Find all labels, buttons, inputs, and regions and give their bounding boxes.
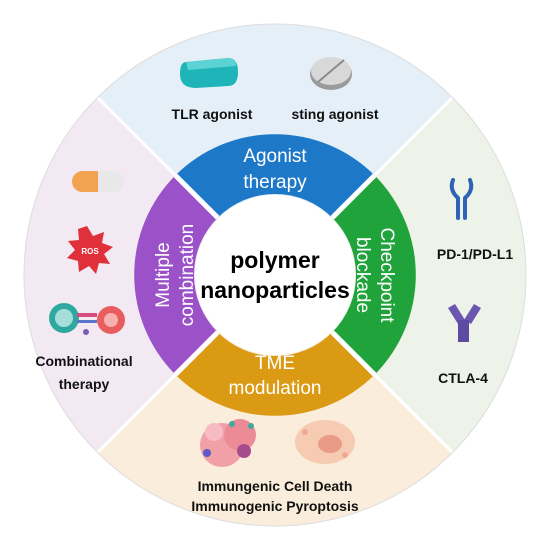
pyroptotic-cell-icon [295,420,355,464]
antibody-blue-icon [449,178,474,220]
ring-segment-combination [134,175,218,375]
ring-label-agonist-line2: therapy [243,172,307,193]
antibody-purple-icon [448,304,481,342]
combinational-line2: therapy [59,376,110,392]
ctla4-label: CTLA-4 [438,370,488,386]
ring-gaps [173,173,377,377]
outer-border [23,23,527,527]
center-title-line1: polymer [230,247,320,273]
immune-cell-interaction-icon [49,303,125,335]
ring-label-combination-line2: combination [177,224,198,326]
ros-burst-icon: ROS [67,226,113,274]
icd-label-line1: Immungenic Cell Death [198,478,353,494]
tlr-agonist-label: TLR agonist [172,106,253,122]
center-title-line2: nanoparticles [200,277,350,303]
ring-label-tme-line2: modulation [229,378,322,399]
sting-agonist-label: sting agonist [291,106,378,122]
ring-segment-checkpoint [332,175,416,375]
tablet-gray-icon [310,57,352,90]
ring-segment-agonist [175,134,375,218]
capsule-orange-icon [72,171,124,192]
icd-label-line2: Immunogenic Pyroptosis [191,498,358,514]
capsule-teal-icon [180,58,238,88]
ring-label-tme-line1: TME [255,353,295,374]
combinational-line1: Combinational [35,353,132,369]
ring-label-checkpoint-line2: blockade [352,237,373,313]
immunogenic-cell-cluster-icon [200,419,256,467]
pd1-pdl1-label: PD-1/PD-L1 [437,246,513,262]
center-circle [195,195,355,355]
ring-label-agonist-line1: Agonist [243,146,307,167]
ros-label: ROS [81,247,99,256]
ring-label-combination-line1: Multiple [153,242,174,307]
ring-label-checkpoint-line1: Checkpoint [376,227,397,323]
ring-segment-tme [175,332,375,416]
